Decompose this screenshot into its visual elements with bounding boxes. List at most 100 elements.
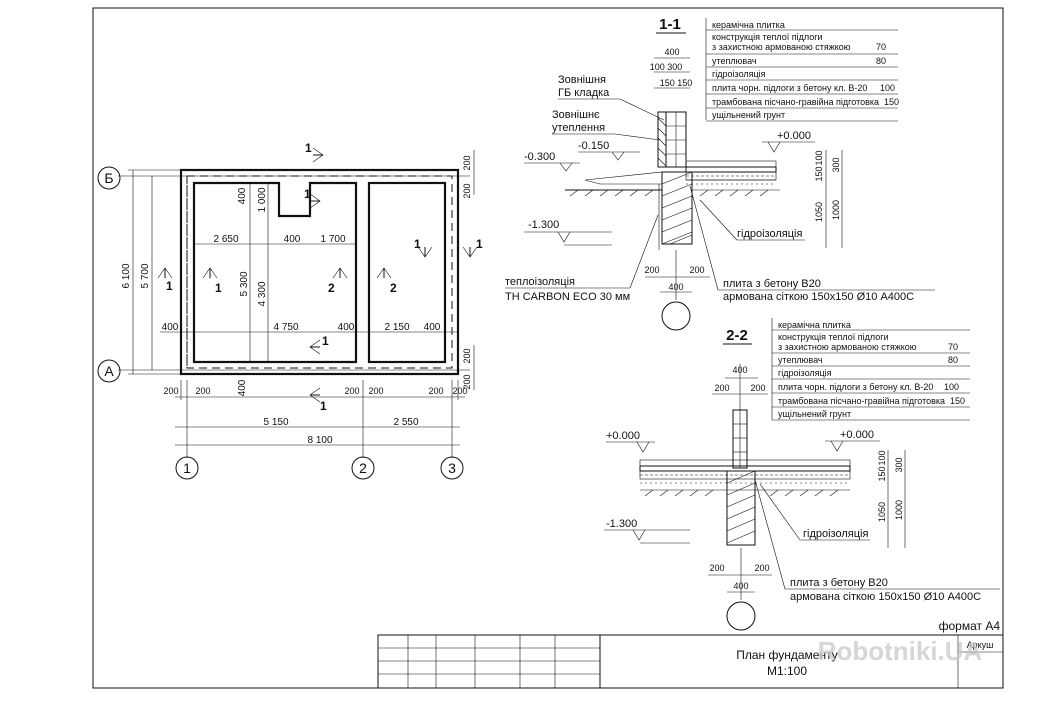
svg-text:гідроізоляція: гідроізоляція [712,69,766,79]
dim-8100: 8 100 [307,435,332,446]
svg-text:100: 100 [877,450,887,465]
section-1-layer-table: керамічна плитка конструкція теплої підл… [706,20,899,122]
section-2-axis-bubble [726,601,756,631]
section-mark-1-right: 1 [462,237,483,258]
section-1-level-m0150: -0.150 [578,140,640,161]
section-2-level-m1300: -1.300 [604,518,690,544]
svg-text:1: 1 [414,237,421,251]
dim-4300: 4 300 [257,281,268,306]
svg-text:150: 150 [884,97,899,107]
section-mark-1-left: 1 [157,267,173,293]
section-2-layer-table: керамічна плитка конструкція теплої підл… [772,320,970,421]
svg-text:+0.000: +0.000 [840,429,874,441]
section-2-level-right: +0.000 [825,429,880,452]
svg-text:2: 2 [328,281,335,295]
foundation-plan: Б А 1 2 3 2 650 400 1 700 400 4 750 400 … [97,141,483,480]
dim-400-m1: 400 [162,322,179,333]
section-1-footing [661,171,693,245]
sheet-label: Аркуш [967,640,994,650]
plan-room-2 [367,181,447,364]
svg-text:1: 1 [320,399,327,413]
section-mark-2-room2: 2 [376,267,397,295]
label-outer-ins-2: утеплення [552,122,605,134]
label-thermo-2: TH CARBON ECO 30 мм [505,291,630,303]
section-mark-2-room1: 2 [328,267,348,295]
svg-text:-0.300: -0.300 [524,151,555,163]
svg-text:80: 80 [876,56,886,66]
label-slab-2-1: плита з бетону В20 [790,577,888,589]
svg-text:1: 1 [215,281,222,295]
label-thermo-1: теплоізоляція [505,276,575,288]
svg-text:ущільнений грунт: ущільнений грунт [778,409,851,419]
svg-text:70: 70 [876,42,886,52]
svg-text:1: 1 [166,279,173,293]
label-outer-ins-1: Зовнішнє [552,109,600,121]
label-slab-2: армована сіткою 150х150 Ø10 А400С [723,291,914,303]
axis-label-b: Б [104,170,113,186]
dim-bottom-200f: 200 [452,386,467,396]
dim-right-200d: 200 [462,374,472,389]
svg-text:200: 200 [644,265,659,275]
svg-text:1000: 1000 [831,200,841,220]
svg-text:200: 200 [709,563,724,573]
svg-text:-0.150: -0.150 [578,140,609,152]
svg-text:конструкція теплої підлоги: конструкція теплої підлоги [712,32,823,42]
svg-text:300: 300 [831,157,841,172]
dim-6100: 6 100 [121,263,132,288]
svg-text:-1.300: -1.300 [606,518,637,530]
section-1-level-m0300: -0.300 [524,151,580,172]
dim-400-m3: 400 [424,322,441,333]
axis-label-a: А [104,363,114,379]
svg-text:1050: 1050 [877,502,887,522]
svg-text:100: 100 [814,150,824,165]
svg-text:80: 80 [948,355,958,365]
svg-text:1: 1 [476,237,483,251]
svg-text:плита чорн. підлоги з бетону к: плита чорн. підлоги з бетону кл. В-20 [712,83,867,93]
svg-text:100: 100 [880,83,895,93]
section-2-title: 2-2 [726,327,748,344]
dim-bottom-200d: 200 [368,386,383,396]
svg-text:керамічна плитка: керамічна плитка [778,320,851,330]
svg-text:утеплювач: утеплювач [778,355,823,365]
s1-dim-400: 400 [664,47,679,57]
plan-dashed-outline [186,175,453,369]
axis-bubble-2 [351,456,375,480]
section-mark-1-room: 1 [202,267,222,295]
svg-text:300: 300 [894,457,904,472]
svg-text:+0.000: +0.000 [777,130,811,142]
axis-label-3: 3 [448,460,456,476]
dim-4750: 4 750 [273,322,298,333]
svg-text:утеплювач: утеплювач [712,56,757,66]
section-1-axis-bubble [661,301,691,331]
dim-2650: 2 650 [213,234,238,245]
svg-text:керамічна плитка: керамічна плитка [712,20,785,30]
section-2-2: 2-2 керамічна плитка конструкція теплої … [604,318,1000,631]
dim-400-top: 400 [284,234,301,245]
label-outer-wall-1: Зовнішня [558,74,606,86]
svg-text:200: 200 [754,563,769,573]
svg-text:150: 150 [950,396,965,406]
dim-400-m2: 400 [338,322,355,333]
svg-text:100: 100 [944,382,959,392]
section-1-blind-area [584,171,663,185]
section-2-level-left: +0.000 [606,430,655,453]
axis-bubble-b [97,166,121,190]
svg-text:конструкція теплої підлоги: конструкція теплої підлоги [778,332,889,342]
section-1-level-p0000: +0.000 [762,130,815,153]
label-slab-2-2: армована сіткою 150х150 Ø10 А400С [790,591,981,603]
dim-5700: 5 700 [140,263,151,288]
section-mark-1-bottom-inner: 1 [309,334,329,355]
dim-bottom-200b: 200 [195,386,210,396]
svg-text:1: 1 [304,187,311,201]
label-hydro-1: гідроізоляція [737,228,802,240]
dim-5300: 5 300 [239,271,250,296]
axis-bubble-a [97,359,121,383]
svg-text:з захистною армованою стяжкою: з захистною армованою стяжкою [778,342,917,352]
dim-bottom-200e: 200 [428,386,443,396]
svg-text:1000: 1000 [894,500,904,520]
dim-1700: 1 700 [320,234,345,245]
svg-text:200: 200 [714,383,729,393]
title-line-1: План фундаменту [736,648,837,662]
section-2-footing [726,470,756,546]
